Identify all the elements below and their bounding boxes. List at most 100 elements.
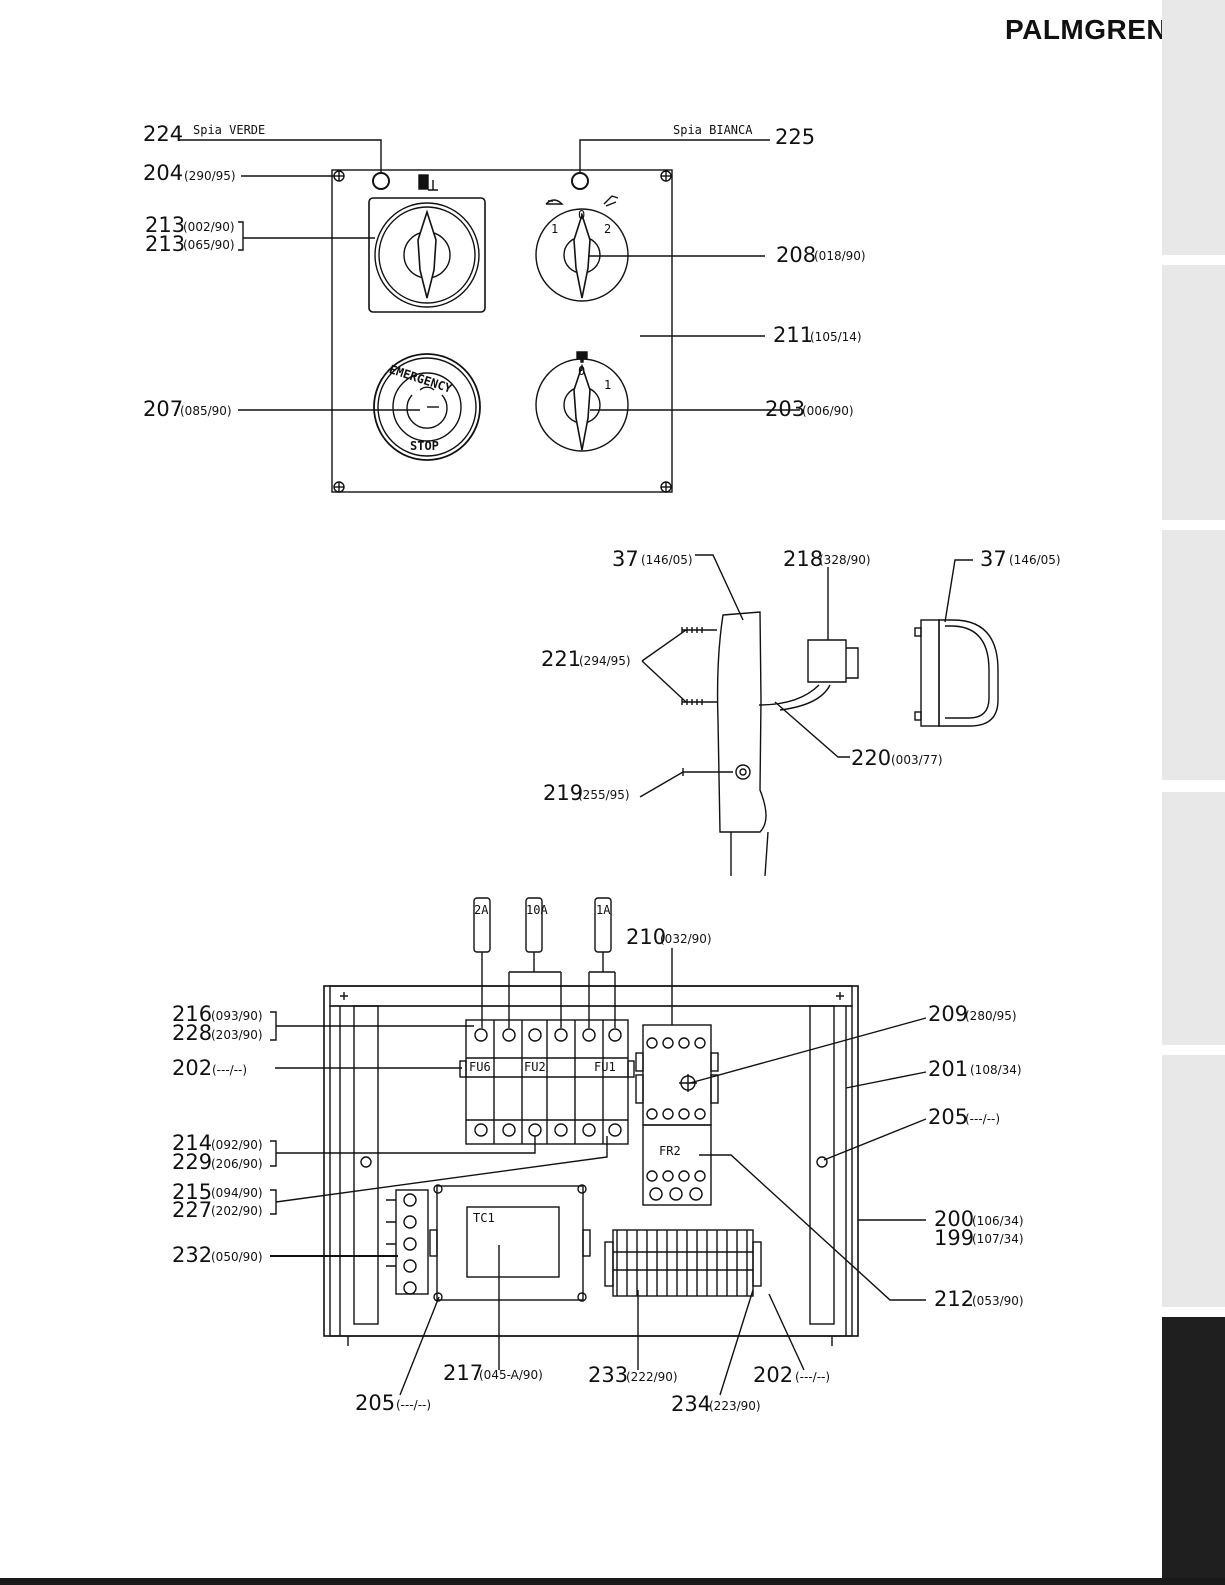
code-205b: (---/--) [396,1398,431,1412]
ground-screw-left [360,1156,372,1168]
section-tab-2[interactable] [1162,265,1225,520]
code-215: (094/90) [211,1186,263,1200]
leader-209 [689,1017,927,1084]
code-227: (202/90) [211,1204,263,1218]
code-204: (290/95) [184,169,236,183]
code-205a: (---/--) [965,1112,1000,1126]
coolant-selector [535,351,629,452]
leader-234 [719,1289,754,1396]
callout-221: 221 [541,647,581,671]
screw-221-bottom [681,699,717,705]
main-switch-housing [368,197,486,313]
code-212: (053/90) [972,1294,1024,1308]
main-switch-knob [417,209,437,299]
callout-203: 203 [765,397,805,421]
callout-207: 207 [143,397,183,421]
corner-screw [660,170,672,182]
code-207: (085/90) [180,404,232,418]
code-217: (045-A/90) [479,1368,543,1382]
code-216: (093/90) [211,1009,263,1023]
callout-220: 220 [851,746,891,770]
code-221: (294/95) [579,654,631,668]
callout-199: 199 [934,1226,974,1250]
callout-200: 200 [934,1207,974,1231]
corner-screw [333,481,345,493]
leader-201 [845,1071,927,1089]
callout-201: 201 [928,1057,968,1081]
leader-205a [823,1118,927,1161]
section-tab-1[interactable] [1162,0,1225,255]
callout-215: 215 [172,1180,212,1204]
leader-221 [641,629,687,703]
callout-213a: 213 [145,213,185,237]
fuse-rating-2a: 2A [474,903,489,917]
side-rail-right [809,1005,835,1325]
fuse-label-fu6: FU6 [469,1060,491,1074]
section-tab-3[interactable] [1162,530,1225,780]
green-pilot-lamp [372,172,390,190]
callout-205a: 205 [928,1105,968,1129]
code-218: (328/90) [819,553,871,567]
panel-plate [331,169,673,493]
screw-219 [682,768,733,776]
fuse-rating-10a: 10A [526,903,548,917]
mark-2: 2 [604,222,611,236]
callout-209: 209 [928,1002,968,1026]
callout-219: 219 [543,781,583,805]
section-tab-4[interactable] [1162,792,1225,1045]
callout-210: 210 [626,925,666,949]
footer-rule [0,1578,1225,1585]
callout-227: 227 [172,1198,212,1222]
leader-37a [695,554,744,621]
side-rail-left [353,1005,379,1325]
callout-214: 214 [172,1131,212,1155]
code-209: (280/95) [965,1009,1017,1023]
terminal-232 [386,1189,429,1295]
leader-214-229 [270,1136,536,1167]
plug-wires [758,684,831,711]
screw-219-head [735,764,751,780]
handle-cable [730,831,769,877]
code-213a: (002/90) [183,220,235,234]
callout-204: 204 [143,161,183,185]
terminal-strip-233 [604,1229,762,1297]
corner-screw [660,481,672,493]
transformer-label-tc1: TC1 [473,1211,495,1225]
code-213b: (065/90) [183,238,235,252]
fuse-label-fu1: FU1 [594,1060,616,1074]
code-228: (203/90) [211,1028,263,1042]
callout-212: 212 [934,1287,974,1311]
code-220: (003/77) [891,753,943,767]
thermal-relay-fr2 [635,1024,719,1206]
callout-217: 217 [443,1361,483,1385]
speed-selector [535,195,629,302]
estop-bottom-text: STOP [410,439,439,453]
section-tab-5[interactable] [1162,1055,1225,1307]
code-219: (255/95) [578,788,630,802]
code-233: (222/90) [626,1370,678,1384]
callout-208: 208 [776,243,816,267]
power-symbol-icon [418,174,429,190]
callout-202b: 202 [753,1363,793,1387]
code-229: (206/90) [211,1157,263,1171]
fuse-leaders [481,952,616,1028]
leader-225 [579,139,770,173]
section-tab-6-active[interactable] [1162,1317,1225,1578]
code-232: (050/90) [211,1250,263,1264]
callout-216: 216 [172,1002,212,1026]
code-202a: (---/--) [212,1063,247,1077]
main-switch-ring [374,202,480,308]
handle-37b [938,619,999,727]
mark-0: 0 [578,208,585,222]
code-234: (223/90) [709,1399,761,1413]
code-211: (105/14) [810,330,862,344]
callout-234: 234 [671,1392,711,1416]
callout-37b: 37 [980,547,1007,571]
leader-220 [774,701,850,758]
callout-229: 229 [172,1150,212,1174]
callout-233: 233 [588,1363,628,1387]
callout-205b: 205 [355,1391,395,1415]
label-spia-verde: Spia VERDE [193,123,265,137]
leader-37b [944,559,973,623]
code-200: (106/34) [972,1214,1024,1228]
